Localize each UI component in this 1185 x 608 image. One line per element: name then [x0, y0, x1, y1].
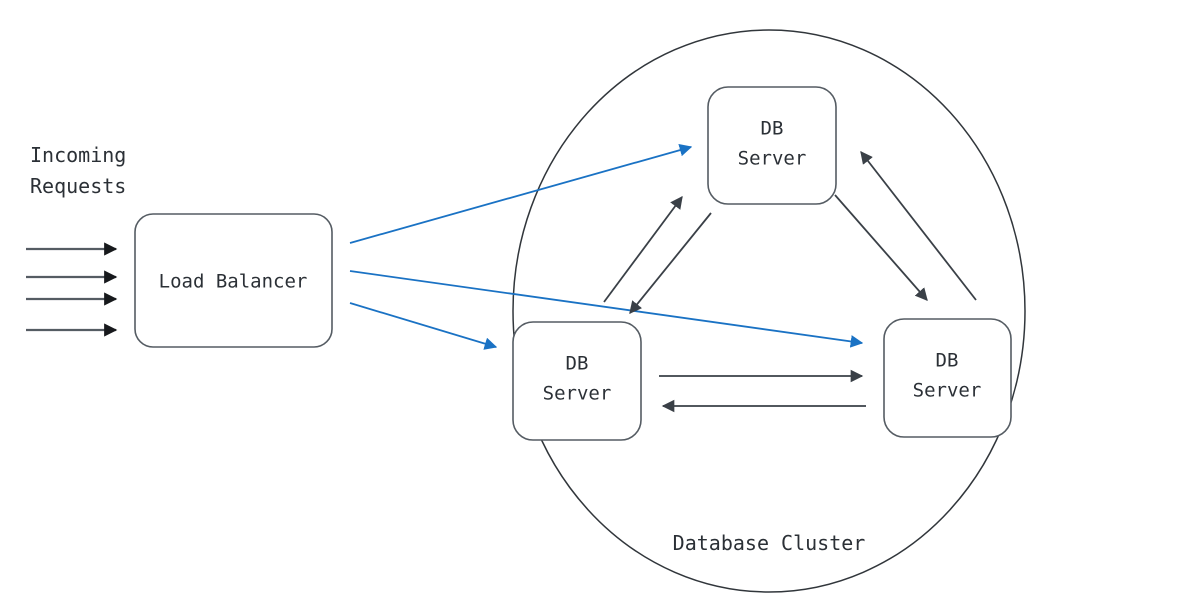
database-cluster-label: Database Cluster — [673, 531, 866, 555]
db-server-top-box[interactable] — [707, 86, 837, 205]
node-db-server-left[interactable]: DB Server — [512, 321, 642, 441]
incoming-request-arrows — [26, 242, 118, 337]
load-balancer-distribution-arrows — [349, 144, 864, 350]
db-server-top-label-line1: DB — [761, 118, 784, 140]
node-db-server-right[interactable]: DB Server — [883, 318, 1012, 438]
db-server-right-label-line1: DB — [936, 350, 959, 372]
db-server-top-label-line2: Server — [738, 148, 807, 170]
edge-balancer-to-db-right — [349, 270, 864, 348]
edge-db-left-to-db-top — [603, 195, 683, 303]
cluster-replication-arrows — [603, 151, 977, 413]
db-server-left-label-line1: DB — [566, 353, 589, 375]
load-balancer-label: Load Balancer — [159, 271, 308, 293]
database-cluster-boundary — [512, 29, 1026, 593]
edge-db-right-to-db-top — [860, 151, 977, 301]
load-balancer-box[interactable] — [134, 213, 333, 348]
db-server-left-box[interactable] — [512, 321, 642, 441]
node-db-server-top[interactable]: DB Server — [707, 86, 837, 205]
edge-balancer-to-db-left — [349, 302, 498, 350]
db-server-left-label-line2: Server — [543, 383, 612, 405]
edge-db-top-to-db-left — [629, 212, 712, 314]
incoming-requests-label-line2: Requests — [30, 174, 126, 198]
edge-balancer-to-db-top — [349, 144, 693, 244]
incoming-requests-label-line1: Incoming — [30, 143, 126, 167]
node-load-balancer[interactable]: Load Balancer — [134, 213, 333, 348]
db-server-right-box[interactable] — [883, 318, 1012, 438]
db-server-right-label-line2: Server — [913, 380, 982, 402]
edge-db-top-to-db-right — [834, 194, 928, 301]
